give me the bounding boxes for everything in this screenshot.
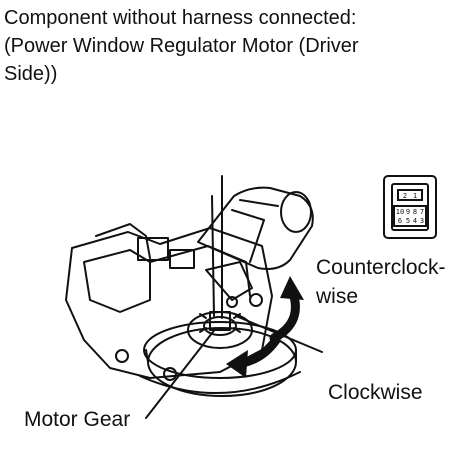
gear-plate-side (145, 349, 297, 363)
connector-pin-3: 3 (420, 217, 424, 225)
connector-pin-7: 7 (420, 208, 424, 216)
clockwise-arrow (226, 335, 281, 378)
connector-pin-5: 5 (406, 217, 410, 225)
counterclockwise-arrow (269, 276, 304, 343)
gear-plate-lower (139, 371, 301, 394)
housing-flange (149, 245, 251, 297)
screw-left (115, 349, 129, 363)
screw-top (226, 296, 238, 308)
bracket-arm (205, 261, 253, 301)
caption-line-1: Component without harness connected: (4, 7, 357, 29)
diagram-caption: Component without harness connected: (Po… (4, 4, 464, 88)
connector-pin-8: 8 (413, 208, 417, 216)
motor-cylinder (197, 186, 314, 270)
reference-line-2 (211, 195, 215, 317)
counterclockwise-label-line-1: Counterclock- (316, 256, 446, 279)
motor-gear-label: Motor Gear (24, 408, 131, 431)
motor-gear-shaft (209, 311, 231, 331)
gear-hub-inner (203, 316, 237, 336)
connector-icon (383, 175, 437, 239)
motor-cylinder-seam-2 (239, 199, 279, 207)
counterclockwise-label-line-2: wise (316, 285, 359, 308)
motor-gear-leader (145, 327, 217, 419)
caption-line-2: (Power Window Regulator Motor (Driver (4, 35, 359, 57)
bracket-block-2 (169, 249, 195, 269)
housing-inner-rib (83, 249, 151, 313)
screw-lower (163, 367, 177, 381)
connector-pin-10: 10 (396, 208, 404, 216)
motor-end-cap (280, 191, 312, 233)
caption-line-3: Side)) (4, 63, 58, 85)
connector-pin-6: 6 (398, 217, 402, 225)
connector-pin-9: 9 (406, 208, 410, 216)
connector-pin-2: 2 (403, 192, 407, 200)
motor-cylinder-seam (231, 209, 265, 263)
bracket-top (95, 223, 151, 259)
clockwise-label: Clockwise (328, 381, 423, 404)
connector-pin-4: 4 (413, 217, 417, 225)
bracket-block (137, 237, 169, 261)
screw-right (249, 293, 263, 307)
connector-pin-1: 1 (413, 192, 417, 200)
